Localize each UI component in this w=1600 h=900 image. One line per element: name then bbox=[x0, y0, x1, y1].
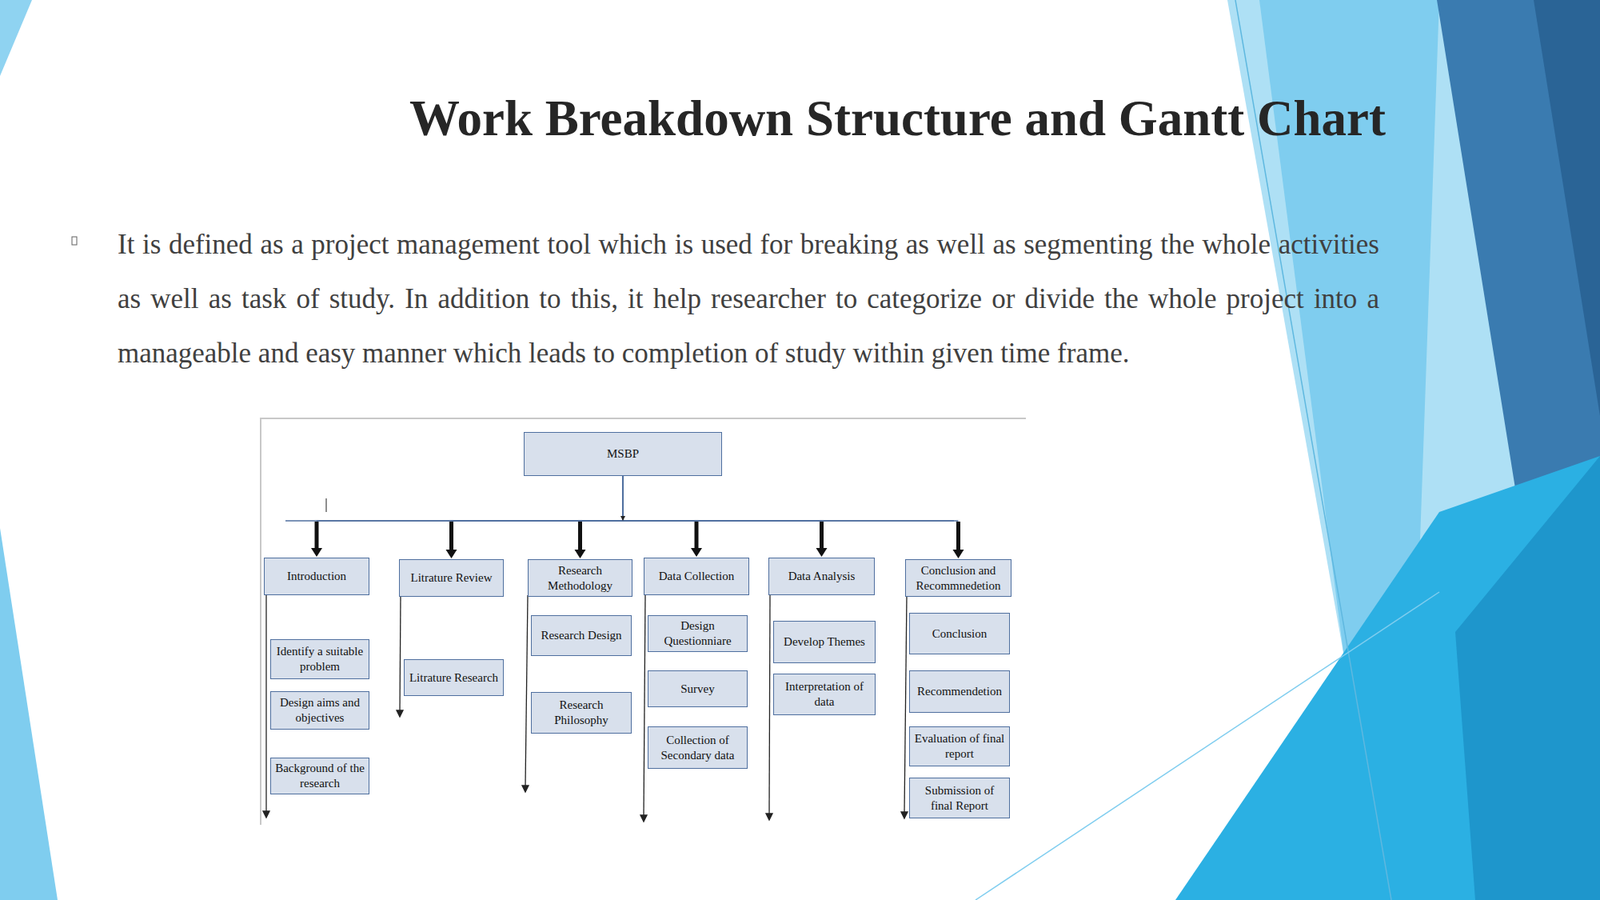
box-label: Design aims and objectives bbox=[275, 694, 365, 726]
box-label: Conclusion and Recommnedetion bbox=[909, 562, 1007, 594]
panel-border bbox=[259, 418, 262, 825]
panel-ground bbox=[259, 418, 1026, 825]
bullet-paragraph: It is defined as a project management to… bbox=[117, 217, 1380, 381]
box-label: Background of the research bbox=[275, 760, 365, 791]
cursor-mark bbox=[325, 498, 327, 512]
task-box: Recommendetion bbox=[909, 670, 1010, 713]
phase-box: Data Analysis bbox=[768, 557, 875, 595]
box-label: Data Analysis bbox=[788, 568, 856, 584]
task-box: Submission of final Report bbox=[909, 777, 1010, 818]
task-box: Design aims and objectives bbox=[270, 690, 370, 730]
task-box: Identify a suitable problem bbox=[270, 638, 370, 679]
connector bbox=[446, 475, 624, 559]
phase-box: Research Methodology bbox=[527, 558, 633, 597]
connector bbox=[622, 475, 828, 557]
phase-box: Conclusion and Recommnedetion bbox=[905, 558, 1012, 597]
task-box: Interpretation of data bbox=[773, 673, 876, 715]
box-label: Research Philosophy bbox=[535, 697, 627, 728]
box-label: Submission of final Report bbox=[913, 782, 1006, 814]
task-box: Develop Themes bbox=[773, 620, 876, 663]
box-label: Data Collection bbox=[658, 568, 735, 584]
box-label: Research Design bbox=[540, 627, 622, 643]
deco-triangle bbox=[1455, 455, 1600, 900]
box-label: Recommendetion bbox=[917, 683, 1002, 699]
task-box: Evaluation of final report bbox=[909, 726, 1010, 767]
task-box: Research Philosophy bbox=[530, 691, 632, 734]
task-box: Design Questionniare bbox=[647, 614, 748, 652]
task-box: Background of the research bbox=[270, 757, 370, 795]
connector bbox=[622, 475, 965, 559]
box-label: Design Questionniare bbox=[652, 618, 743, 649]
task-box: Conclusion bbox=[909, 612, 1010, 655]
deco-triangle bbox=[1175, 455, 1600, 900]
box-label: Litrature Review bbox=[410, 570, 492, 586]
deco-triangle bbox=[0, 0, 32, 76]
connector bbox=[311, 475, 623, 557]
bullet-symbol bbox=[71, 236, 77, 245]
deco-line bbox=[975, 591, 1440, 900]
box-label: MSBP bbox=[606, 446, 639, 462]
box-label: Introduction bbox=[287, 568, 347, 584]
task-box: Survey bbox=[647, 670, 748, 707]
root-box: MSBP bbox=[523, 431, 723, 476]
box-label: Litrature Research bbox=[409, 670, 499, 686]
task-box: Collection of Secondary data bbox=[647, 726, 748, 769]
box-label: Conclusion bbox=[932, 626, 987, 642]
deco-triangle bbox=[1533, 0, 1600, 416]
box-label: Develop Themes bbox=[783, 634, 866, 650]
box-label: Collection of Secondary data bbox=[652, 732, 743, 763]
box-label: Interpretation of data bbox=[778, 678, 871, 710]
phase-box: Introduction bbox=[263, 557, 370, 595]
phase-box: Litrature Review bbox=[399, 558, 504, 597]
deco-triangle bbox=[0, 527, 58, 900]
drop-line bbox=[263, 594, 908, 822]
box-label: Identify a suitable problem bbox=[275, 643, 365, 675]
panel-border bbox=[259, 417, 1026, 419]
phase-box: Data Collection bbox=[643, 557, 750, 595]
connector bbox=[574, 475, 624, 559]
bus-arrowhead bbox=[620, 515, 626, 521]
box-label: Research Methodology bbox=[532, 562, 628, 594]
box-label: Survey bbox=[680, 681, 715, 697]
connector bbox=[622, 475, 703, 557]
task-box: Research Design bbox=[530, 614, 632, 656]
box-label: Evaluation of final report bbox=[913, 730, 1006, 762]
slide-title: Work Breakdown Structure and Gantt Chart bbox=[409, 89, 1386, 148]
task-box: Litrature Research bbox=[403, 658, 504, 696]
